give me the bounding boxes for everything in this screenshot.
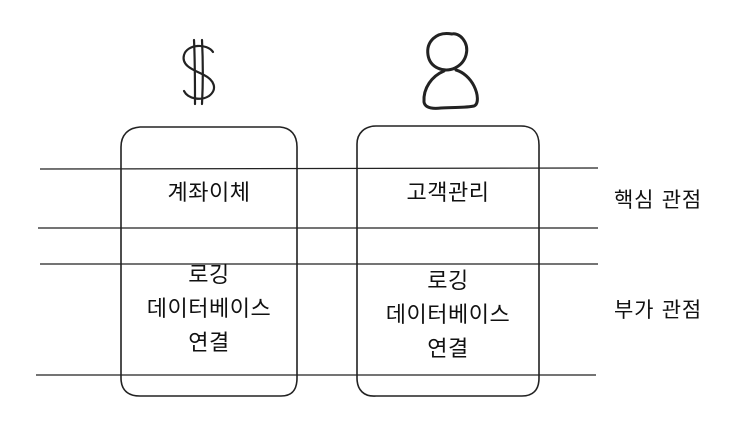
aux-item-logging: 로깅 [188, 263, 230, 288]
column-box-customer [356, 125, 540, 397]
core-concern-customer: 고객관리 [406, 181, 490, 206]
aux-concern-transfer: 로깅 데이터베이스 연결 [121, 259, 297, 361]
aux-item-database: 데이터베이스 [146, 297, 272, 322]
user-icon [422, 32, 479, 110]
core-concern-transfer: 계좌이체 [167, 181, 251, 206]
core-top-line [39, 167, 599, 170]
column-box-transfer [120, 126, 298, 397]
layer-lines [36, 167, 599, 376]
aux-concern-row-label: 부가 관점 [614, 298, 702, 322]
aux-item-connection: 연결 [427, 337, 469, 362]
aux-item-database: 데이터베이스 [385, 303, 511, 328]
column-boxes [120, 125, 540, 397]
core-concern-row-label: 핵심 관점 [614, 188, 702, 212]
dollar-sign-icon [182, 38, 216, 106]
aux-item-logging: 로깅 [427, 269, 469, 294]
aux-item-connection: 연결 [188, 331, 230, 356]
aux-concern-customer: 로깅 데이터베이스 연결 [357, 265, 539, 367]
